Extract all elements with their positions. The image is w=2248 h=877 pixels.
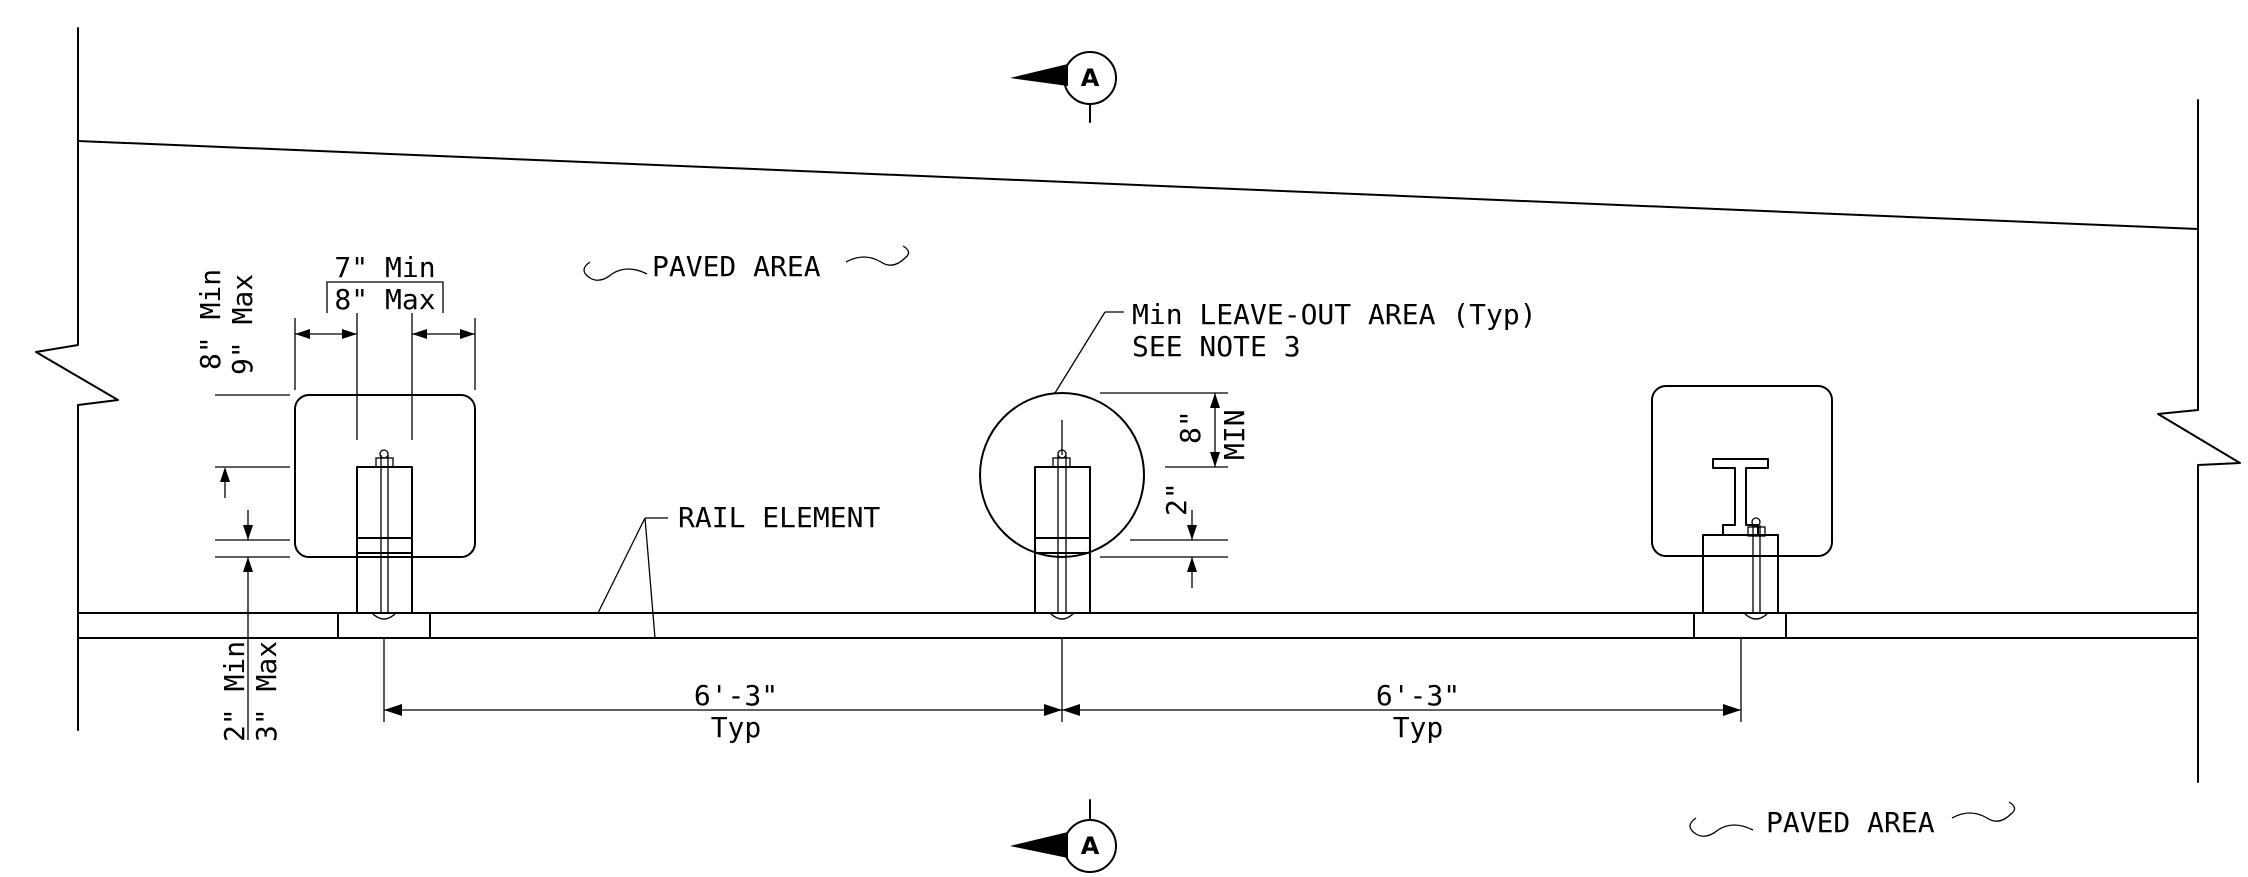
- left-rail-assembly: [294, 394, 476, 722]
- paved-area-text-top: PAVED AREA: [652, 250, 821, 283]
- top-edge-line: [77, 140, 2199, 230]
- left-width-dimension: 7" Min 8" Max: [294, 251, 476, 440]
- paved-area-text-bottom: PAVED AREA: [1766, 806, 1935, 839]
- circle-dimensions: 8" MIN 2": [1100, 392, 1251, 588]
- leave-out-text-line2: SEE NOTE 3: [1132, 330, 1301, 363]
- right-leave-out-box: [1651, 385, 1833, 557]
- left-height-dimension: 8" Min 9" Max 2" Min 3" Max: [194, 269, 290, 742]
- pavement-outline: [35, 27, 2241, 783]
- height-min-text: 8" Min: [194, 269, 227, 370]
- depth-max-text: 3" Max: [250, 641, 283, 742]
- spacing-2-text: 6'-3": [1376, 679, 1460, 712]
- spacing-1-text: 6'-3": [694, 679, 778, 712]
- section-marker-bottom: A: [1010, 799, 1117, 873]
- right-rail-assembly: [1651, 385, 1833, 722]
- section-marker-top: A: [1010, 51, 1117, 123]
- leave-out-callout: Min LEAVE-OUT AREA (Typ) SEE NOTE 3: [1054, 298, 1537, 394]
- left-rail-post: [356, 466, 413, 614]
- circle-min-value-text: 8": [1174, 410, 1207, 444]
- spacing-dimension-1: 6'-3" Typ: [384, 679, 1062, 744]
- middle-rail-post: [1034, 466, 1091, 614]
- middle-leave-out-circle: [979, 392, 1145, 558]
- section-letter-top: A: [1081, 64, 1100, 92]
- width-min-text: 7" Min: [334, 251, 435, 284]
- circle-two-text: 2": [1160, 482, 1193, 516]
- paved-area-label-top: PAVED AREA: [583, 245, 910, 283]
- middle-rail-assembly: [979, 392, 1145, 722]
- left-base-plate: [337, 612, 431, 639]
- rail-element-text: RAIL ELEMENT: [678, 501, 880, 534]
- right-base-plate: [1693, 612, 1787, 639]
- leave-out-text-line1: Min LEAVE-OUT AREA (Typ): [1132, 298, 1537, 331]
- spacing-2-sub-text: Typ: [1393, 711, 1444, 744]
- circle-min-word-text: MIN: [1218, 409, 1251, 460]
- paved-area-label-bottom: PAVED AREA: [1689, 801, 2016, 839]
- spacing-1-sub-text: Typ: [711, 711, 762, 744]
- height-max-text: 9" Max: [226, 274, 259, 375]
- spacing-dimension-2: 6'-3" Typ: [1062, 679, 1741, 744]
- right-break-line: [2157, 99, 2241, 783]
- right-rail-post: [1702, 534, 1779, 614]
- rail-element-callout: RAIL ELEMENT: [597, 501, 880, 639]
- depth-min-text: 2" Min: [218, 641, 251, 742]
- section-letter-bottom: A: [1081, 832, 1100, 860]
- width-max-text: 8" Max: [334, 283, 435, 316]
- left-leave-out-box: [294, 394, 476, 558]
- left-break-line: [35, 27, 119, 731]
